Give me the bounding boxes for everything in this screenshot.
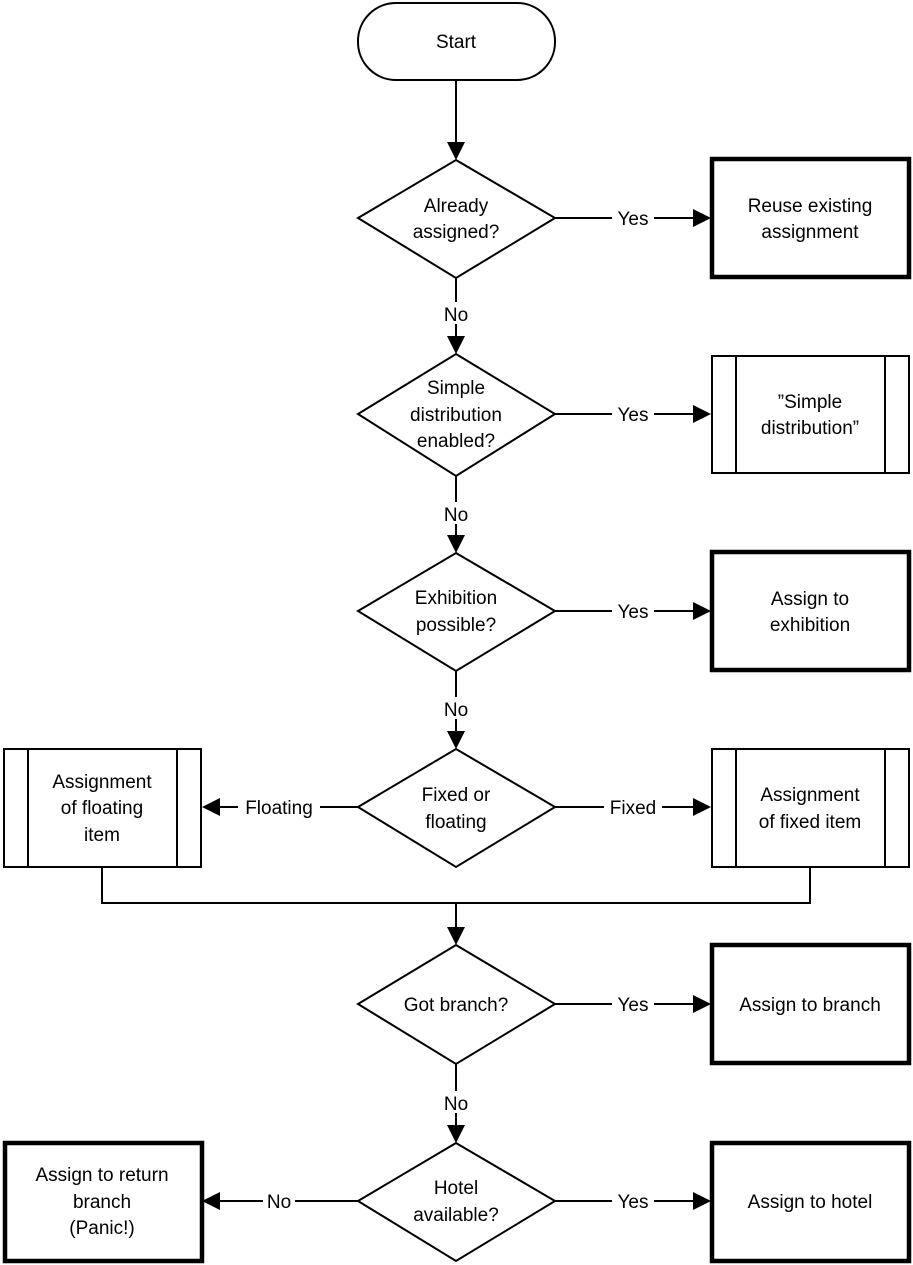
arrowhead: [447, 336, 465, 354]
already-assigned-line-2: assigned?: [413, 222, 500, 243]
decision-got-branch: Got branch?: [356, 943, 557, 1066]
arrowhead: [202, 798, 220, 816]
reuse-line-2: assignment: [761, 222, 859, 243]
simple-enabled-line-2: distribution: [410, 405, 502, 426]
assign-exhibition-line-1: Assign to: [771, 589, 849, 610]
edge-label-yes: Yes: [618, 995, 649, 1016]
edge-label-fixed: Fixed: [610, 798, 656, 819]
simple-enabled-line-1: Simple: [427, 378, 485, 399]
arrowheads: [202, 142, 711, 1210]
edge-label-no: No: [444, 1094, 468, 1115]
hotel-available-line-2: available?: [413, 1205, 499, 1226]
arrowhead: [447, 142, 465, 160]
edge-label-no: No: [444, 305, 468, 326]
edge-label-no: No: [444, 700, 468, 721]
arrowhead: [693, 798, 711, 816]
start-node: Start: [357, 2, 556, 81]
arrowhead: [447, 1125, 465, 1143]
arrowhead: [202, 1192, 220, 1210]
decision-fixed-or-floating: Fixed or floating: [356, 747, 557, 869]
reuse-line-1: Reuse existing: [748, 196, 873, 217]
decision-exhibition-possible: Exhibition possible?: [356, 551, 557, 673]
arrowhead: [447, 927, 465, 945]
fixed-item-line-1: Assignment: [760, 785, 860, 806]
assign-to-exhibition-box: Assign to exhibition: [709, 549, 912, 673]
floating-item-subprocess: Assignment of floating item: [3, 748, 202, 868]
edge-label-floating: Floating: [245, 798, 313, 819]
arrowhead: [693, 405, 711, 423]
arrowhead: [693, 1192, 711, 1210]
assign-branch-label: Assign to branch: [739, 995, 881, 1016]
start-label: Start: [436, 32, 477, 53]
decision-simple-distribution-enabled: Simple distribution enabled?: [356, 352, 557, 478]
assign-to-branch-box: Assign to branch: [709, 942, 912, 1066]
simple-dist-line-2: distribution”: [761, 418, 859, 439]
edge-label-no: No: [444, 505, 468, 526]
arrowhead: [693, 602, 711, 620]
arrowhead: [693, 209, 711, 227]
edge-label-yes: Yes: [618, 1192, 649, 1213]
arrowhead: [693, 995, 711, 1013]
floating-item-line-2: of floating: [61, 798, 143, 819]
decision-already-assigned: Already assigned?: [356, 158, 557, 280]
arrowhead: [447, 731, 465, 749]
assign-hotel-label: Assign to hotel: [748, 1192, 873, 1213]
assign-to-return-branch-box: Assign to return branch (Panic!): [2, 1140, 205, 1264]
edge-label-yes: Yes: [618, 405, 649, 426]
simple-distribution-subprocess: ”Simple distribution”: [711, 355, 910, 474]
already-assigned-line-1: Already: [424, 196, 489, 217]
reuse-existing-assignment-box: Reuse existing assignment: [709, 156, 912, 280]
simple-dist-line-1: ”Simple: [778, 392, 842, 413]
decision-hotel-available: Hotel available?: [356, 1141, 557, 1263]
assign-exhibition-line-2: exhibition: [770, 615, 850, 636]
simple-enabled-line-3: enabled?: [417, 431, 495, 452]
return-branch-line-2: branch: [73, 1192, 131, 1213]
return-branch-line-1: Assign to return: [35, 1165, 168, 1186]
arrowhead: [447, 535, 465, 553]
fixed-item-line-2: of fixed item: [759, 812, 861, 833]
fixed-item-subprocess: Assignment of fixed item: [711, 748, 910, 868]
fixed-or-floating-line-1: Fixed or: [422, 785, 491, 806]
exhibition-possible-line-1: Exhibition: [415, 588, 497, 609]
edge-labels: Yes Yes Yes Yes Yes No No No No No Float…: [238, 206, 662, 1213]
assign-to-hotel-box: Assign to hotel: [709, 1140, 912, 1264]
exhibition-possible-line-2: possible?: [416, 615, 496, 636]
edge-label-no: No: [267, 1192, 291, 1213]
got-branch-label: Got branch?: [404, 995, 509, 1016]
fixed-or-floating-line-2: floating: [425, 812, 486, 833]
edge-label-yes: Yes: [618, 602, 649, 623]
return-branch-line-3: (Panic!): [69, 1218, 134, 1239]
floating-item-line-1: Assignment: [52, 772, 152, 793]
floating-item-line-3: item: [84, 825, 120, 846]
edge-label-yes: Yes: [618, 209, 649, 230]
hotel-available-line-1: Hotel: [434, 1178, 478, 1199]
